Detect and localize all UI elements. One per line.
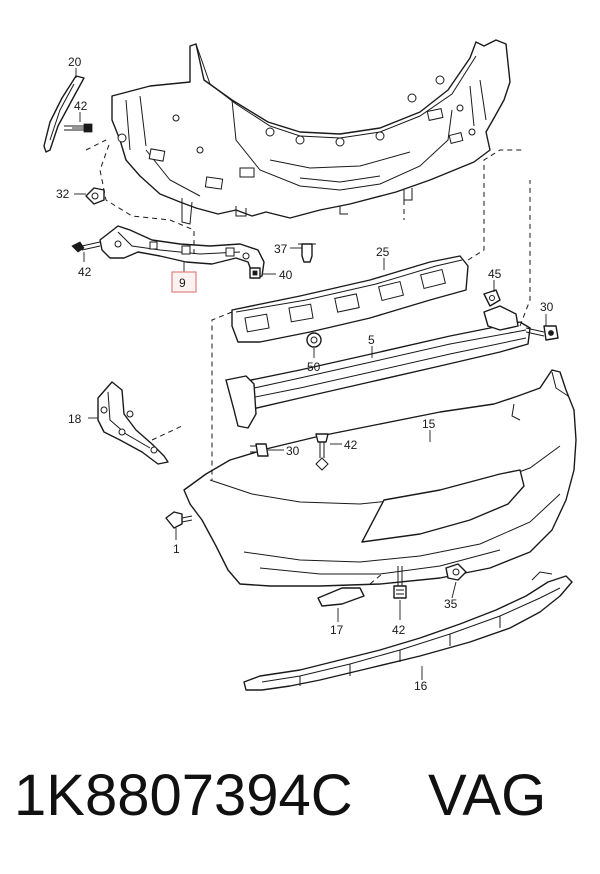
callout-18: 18 bbox=[68, 412, 82, 426]
callout-40: 40 bbox=[279, 268, 293, 282]
screw-42-bottom bbox=[393, 566, 407, 599]
callout-25: 25 bbox=[376, 245, 390, 259]
bolt-30-lower bbox=[250, 443, 269, 457]
nut-40 bbox=[249, 267, 261, 279]
part-17-reflector bbox=[317, 587, 365, 607]
callout-30: 30 bbox=[286, 444, 300, 458]
screw-42-center bbox=[315, 433, 329, 471]
part-25-energy-absorber bbox=[231, 255, 469, 343]
callout-50: 50 bbox=[307, 360, 321, 374]
callout-20: 20 bbox=[68, 55, 82, 69]
callout-42: 42 bbox=[344, 438, 358, 452]
part-number-label: 1K8807394C bbox=[14, 763, 353, 828]
callout-45: 45 bbox=[488, 267, 502, 281]
callout-32: 32 bbox=[56, 187, 70, 201]
part-15-bumper-cover bbox=[183, 369, 577, 587]
leader-lines bbox=[74, 68, 547, 680]
part-18-side-bracket bbox=[97, 381, 169, 465]
callout-15: 15 bbox=[422, 417, 436, 431]
callout-1: 1 bbox=[173, 542, 180, 556]
nut-50 bbox=[306, 332, 322, 348]
clip-45 bbox=[483, 289, 501, 307]
callout-42: 42 bbox=[74, 99, 88, 113]
screw-42-bracket bbox=[71, 241, 101, 253]
callout-17: 17 bbox=[330, 623, 344, 637]
brand-label: VAG bbox=[428, 763, 547, 828]
callout-30: 30 bbox=[540, 300, 554, 314]
clip-1 bbox=[165, 511, 193, 529]
clip-37 bbox=[298, 243, 316, 263]
callout-42: 42 bbox=[392, 623, 406, 637]
screw-42-top-left bbox=[64, 123, 93, 133]
callout-16: 16 bbox=[414, 679, 428, 693]
callout-5: 5 bbox=[368, 333, 375, 347]
part-20-trim-strip bbox=[43, 75, 85, 153]
highlight-box-part-9 bbox=[171, 271, 197, 293]
callout-9: 9 bbox=[179, 276, 186, 290]
part-16-diffuser bbox=[243, 571, 573, 691]
part-5-reinforcement-bar bbox=[225, 305, 531, 429]
part-9-bumper-bracket bbox=[99, 225, 265, 279]
clip-35 bbox=[445, 563, 467, 581]
rear-body-panel bbox=[111, 39, 511, 225]
assembly-guide-lines bbox=[85, 139, 531, 585]
callout-35: 35 bbox=[444, 597, 458, 611]
clip-32 bbox=[85, 187, 105, 205]
callout-labels: 20 42 32 42 9 37 40 25 45 30 50 5 18 30 … bbox=[56, 55, 554, 693]
bolt-30-right bbox=[525, 325, 559, 341]
callout-42: 42 bbox=[78, 265, 92, 279]
callout-37: 37 bbox=[274, 242, 288, 256]
